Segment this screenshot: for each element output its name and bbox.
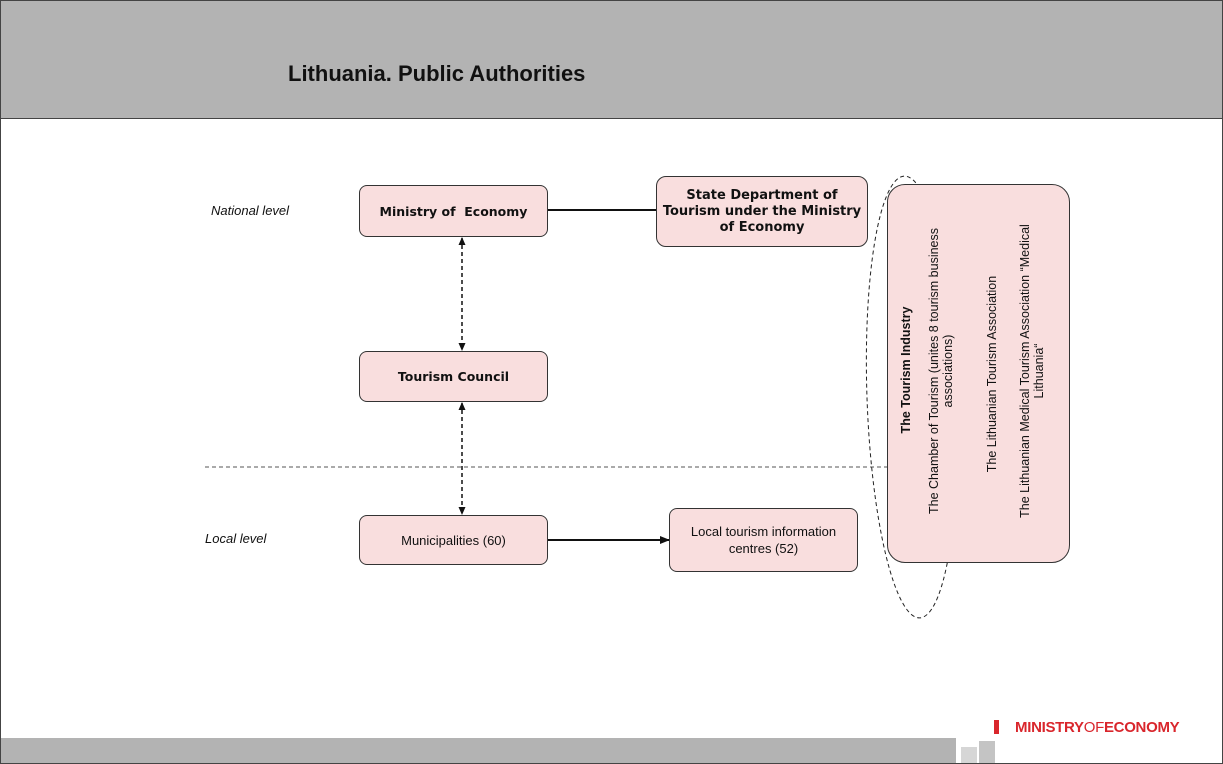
state-department-label: State Department of Tourism under the Mi… bbox=[662, 187, 862, 235]
slide-title: Lithuania. Public Authorities bbox=[288, 61, 586, 86]
national-level-label: National level bbox=[211, 203, 290, 218]
municipalities-box: Municipalities (60) bbox=[359, 515, 548, 565]
chamber-of-tourism-label: The Chamber of Tourism (unites 8 tourism… bbox=[927, 228, 955, 514]
ministry-of-economy-box: Ministry of Economy bbox=[359, 185, 548, 237]
ministry-logo: MINISTRYOFECONOMY bbox=[994, 716, 1180, 738]
header-bar: Lithuania. Public Authorities bbox=[1, 1, 1222, 119]
tourism-industry-heading: The Tourism Industry bbox=[899, 306, 913, 434]
local-level-label: Local level bbox=[205, 531, 267, 546]
footer-bar bbox=[1, 738, 956, 763]
logo-squares-icon bbox=[961, 741, 995, 763]
logo-mark-icon bbox=[994, 720, 999, 734]
logo-word-ministry: MINISTRY bbox=[1015, 718, 1084, 736]
logo-text: MINISTRYOFECONOMY bbox=[1015, 718, 1180, 736]
tourism-council-box: Tourism Council bbox=[359, 351, 548, 402]
logo-word-of: OF bbox=[1083, 718, 1105, 736]
state-department-box: State Department of Tourism under the Mi… bbox=[656, 176, 868, 247]
medical-tourism-association-label: The Lithuanian Medical Tourism Associati… bbox=[1018, 224, 1046, 518]
tourism-industry-box bbox=[887, 184, 1070, 563]
info-centres-label: Local tourism information centres (52) bbox=[690, 524, 837, 556]
logo-word-economy: ECONOMY bbox=[1103, 718, 1180, 736]
info-centres-box: Local tourism information centres (52) bbox=[669, 508, 858, 572]
tourism-council-label: Tourism Council bbox=[397, 369, 510, 384]
lithuanian-tourism-association-label: The Lithuanian Tourism Association bbox=[985, 275, 999, 473]
municipalities-label: Municipalities (60) bbox=[401, 532, 506, 548]
ministry-of-economy-label: Ministry of Economy bbox=[379, 203, 528, 219]
